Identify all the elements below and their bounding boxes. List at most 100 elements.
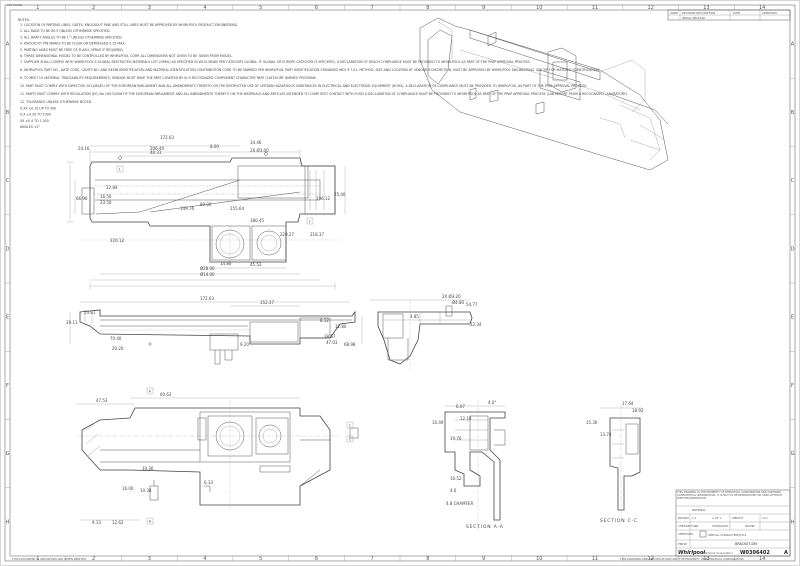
dimension-label: 6.13: [204, 480, 213, 485]
zone-column-label: 6: [315, 5, 318, 11]
notes-header: NOTES:: [18, 18, 30, 22]
company-logo: Whirlpool: [678, 550, 705, 556]
dimension-label: 66.96: [76, 196, 88, 201]
field-drawn: DRAWN: [678, 516, 689, 520]
dimension-label: 15.30: [586, 420, 598, 425]
zone-column-label: 8: [426, 5, 429, 11]
zone-row-label: D: [791, 246, 795, 252]
field-size: SIZE: [692, 524, 699, 528]
dimension-label: 152.37: [260, 300, 274, 305]
callout-box: [146, 387, 154, 395]
dimension-label: 10.52: [450, 476, 462, 481]
zone-row-label: G: [791, 451, 795, 457]
zone-column-label: 5: [259, 556, 262, 562]
note-line: 6. THREE DIMENSIONAL MODEL TO BE CONTROL…: [20, 54, 233, 58]
zone-column-label: 14: [759, 556, 765, 562]
zone-column-label: 13: [703, 5, 709, 11]
callout-box: [346, 421, 354, 429]
dimension-label: 10.38: [140, 488, 152, 493]
dimension-label: 54.77: [466, 302, 478, 307]
callout-letter: 2: [309, 220, 311, 224]
dimension-label: 12.62: [112, 520, 124, 525]
dimension-label: 24.16: [78, 146, 90, 151]
drawing-title: BRACKET-DM: [735, 542, 757, 546]
callout-letter: C: [349, 438, 352, 442]
section-c-view: [609, 405, 641, 520]
dimension-label: 70.40: [110, 336, 122, 341]
zone-column-label: 13: [703, 556, 709, 562]
zone-row-label: F: [6, 383, 9, 389]
note-line: 7. SUPPLIER SHALL COMPLY WITH WHIRLPOOL'…: [20, 60, 531, 64]
footer-right: THIS DRAWING AND SPECIFICATIONS ARE THE …: [619, 557, 744, 561]
drawing-number: W0306402: [740, 550, 770, 556]
dimension-label: 23.81: [84, 310, 96, 315]
zone-row-label: D: [6, 246, 10, 252]
dimension-label: 47.03: [326, 340, 338, 345]
zone-row-label: H: [6, 519, 10, 525]
zone-column-label: 7: [371, 556, 374, 562]
dimension-label: 40.31: [150, 150, 162, 155]
rev-row-zone: –: [672, 16, 674, 20]
isometric-view: [419, 17, 669, 171]
bottom-view: [78, 400, 359, 510]
callout-letter: A: [149, 390, 152, 394]
special-char-icon: [699, 530, 707, 538]
rev-header-zone: ZONE: [670, 11, 678, 15]
section-c-label: SECTION C-C: [600, 518, 638, 524]
company-name: Whirlpool Corporation: [702, 551, 733, 555]
zone-row-label: E: [6, 315, 9, 321]
dimension-label: 60.63: [160, 392, 172, 397]
dimension-label: 155.64: [230, 206, 244, 211]
dimension-label: 172.03: [200, 296, 214, 301]
top-view: [80, 152, 340, 270]
field-scale: 1:1: [692, 516, 697, 520]
notes-block: NOTES: 1. LOCATION OF PARTING LINES, GAT…: [18, 18, 628, 129]
callout-box: [306, 217, 314, 225]
zone-column-label: 7: [371, 5, 374, 11]
dimension-label: 12.10: [460, 416, 472, 421]
zone-column-label: 14: [759, 5, 765, 11]
dimension-label: 180.45: [250, 218, 264, 223]
dimension-label: Ø4.80: [452, 300, 465, 305]
dimension-label: 17.64: [622, 401, 634, 406]
dimension-label: 2X Ø3.20: [442, 294, 461, 299]
dimension-label: Ø14.00: [200, 272, 215, 277]
field-material: MATERIAL: [692, 508, 706, 512]
zone-column-label: 1: [36, 556, 39, 562]
dimension-label: 206.40: [150, 146, 164, 151]
dimension-label: 6.07: [456, 404, 465, 409]
field-units: mm: [762, 516, 768, 520]
dimension-label: Ø28.00: [200, 266, 215, 271]
legal-notice: THIS DRAWING IS THE PROPERTY OF WHIRLPOO…: [677, 491, 783, 500]
side-view: [79, 309, 356, 365]
rev-header-description: REVISION DESCRIPTION: [682, 11, 715, 15]
zone-row-label: H: [791, 519, 795, 525]
dimension-label: 4.8 CHAMFER: [446, 501, 473, 506]
zone-row-label: B: [791, 110, 795, 116]
zone-column-label: 12: [648, 556, 654, 562]
rev-header-approved: APPROVED: [762, 11, 777, 15]
field-finish: FINISH: [678, 542, 687, 546]
sheet-border: [4, 4, 796, 562]
dimension-label: 229.27: [280, 232, 294, 237]
zone-column-label: 11: [592, 5, 598, 11]
dimension-label: 12.80: [335, 324, 347, 329]
note-line: 12. TOLERANCE UNLESS OTHERWISE NOTED: [20, 100, 92, 104]
revision-letter: A: [784, 550, 788, 556]
dimension-label: 10.36: [142, 466, 154, 471]
dimension-label: 34.46: [250, 140, 262, 145]
zone-column-label: 8: [426, 556, 429, 562]
corner-scale-label: 200 SCALE: [7, 3, 22, 7]
field-weight: WEIGHT: [732, 516, 744, 520]
note-line: 4. KNOCKOUT PIN MARKS TO BE FLUSH OR DEP…: [20, 42, 126, 46]
rev-row-description: INITIAL RELEASE: [682, 16, 705, 20]
dimension-label: 172.03: [160, 135, 174, 140]
dimension-label: 47.53: [96, 398, 108, 403]
field-approved: APPROVED: [678, 532, 693, 536]
special-characteristics: SPECIAL CHARACTERISTICS: [708, 533, 746, 537]
dimension-label: 220.12: [110, 238, 124, 243]
zone-row-label: F: [791, 383, 794, 389]
